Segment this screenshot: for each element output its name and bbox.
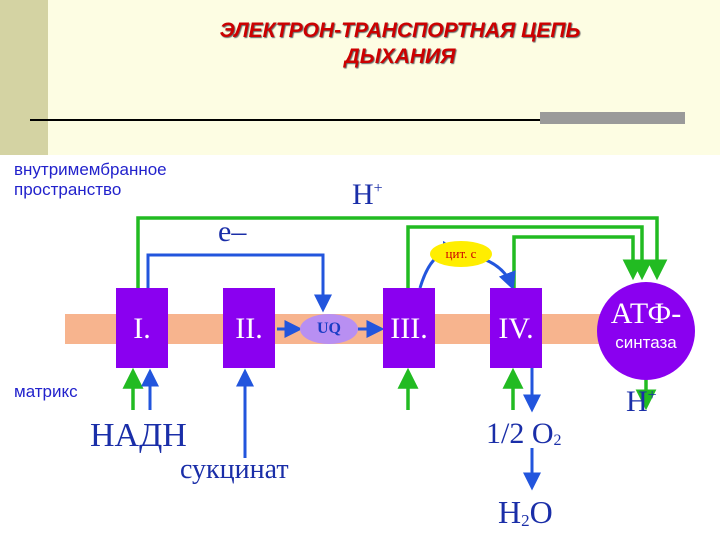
page-title: ЭЛЕКТРОН-ТРАНСПОРТНАЯ ЦЕПЬ ДЫХАНИЯ: [80, 18, 720, 70]
atp-synthase-label-1: АТФ-: [610, 297, 682, 330]
complex-4: IV.: [490, 288, 542, 368]
header-area: ЭЛЕКТРОН-ТРАНСПОРТНАЯ ЦЕПЬ ДЫХАНИЯ: [0, 0, 720, 155]
oxygen-label: 1/2 O2: [486, 417, 562, 450]
cytochrome-c: цит. с: [430, 241, 492, 267]
complex-3: III.: [383, 288, 435, 368]
atp-synthase: АТФ- синтаза: [597, 282, 695, 380]
title-line-1: ЭЛЕКТРОН-ТРАНСПОРТНАЯ ЦЕПЬ: [219, 19, 581, 42]
electron-label: e–: [218, 215, 247, 248]
atp-synthase-label-2: синтаза: [615, 333, 677, 352]
proton-path-complex3: [406, 225, 653, 288]
ubiquinone: UQ: [300, 314, 358, 344]
proton-path-complex1: [136, 216, 668, 288]
complex-2: II.: [223, 288, 275, 368]
proton-label-top: H+: [352, 178, 383, 211]
proton-label-bottom: H+: [626, 385, 657, 418]
water-label: H2O: [498, 494, 553, 530]
intermembrane-space-label: внутримембранное пространство: [14, 160, 167, 199]
header-left-strip: [0, 0, 48, 155]
matrix-label: матрикс: [14, 382, 78, 401]
title-rule-bar: [540, 112, 685, 124]
title-line-2: ДЫХАНИЯ: [344, 45, 456, 68]
electron-path-to-uq: [146, 253, 332, 313]
title-rule: [30, 119, 685, 121]
nadh-label: НАДН: [90, 417, 187, 454]
complex-1: I.: [116, 288, 168, 368]
proton-path-complex4: [512, 235, 644, 288]
succinate-label: сукцинат: [180, 454, 289, 485]
